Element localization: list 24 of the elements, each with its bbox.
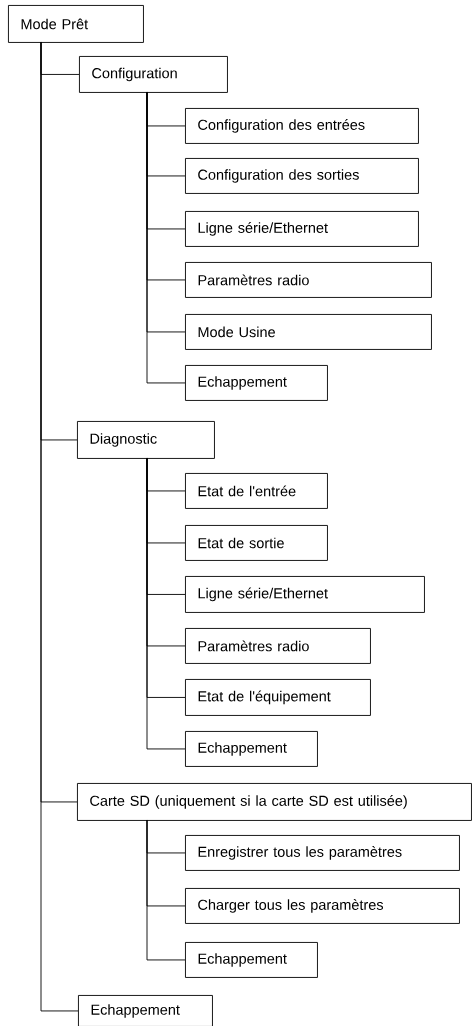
tree-connector (146, 819, 186, 961)
tree-connector (40, 41, 79, 1012)
menu-box: Etat de l'entrée (185, 473, 328, 509)
menu-box: Paramètres radio (185, 262, 432, 298)
menu-box: Diagnostic (77, 421, 215, 459)
tree-connector (146, 91, 186, 384)
menu-box: Carte SD (uniquement si la carte SD est utilisée) (77, 783, 472, 821)
menu-box: Paramètres radio (185, 628, 371, 664)
menu-box: Echappement (185, 942, 318, 978)
menu-box: Configuration (79, 56, 228, 93)
menu-box: Etat de sortie (185, 525, 328, 561)
menu-box: Etat de l'équipement (185, 679, 371, 716)
menu-box: Charger tous les paramètres (185, 888, 460, 924)
menu-box: Echappement (185, 731, 318, 767)
menu-box: Echappement (185, 365, 328, 401)
menu-box: Ligne série/Ethernet (185, 211, 419, 247)
tree-connector (146, 457, 186, 750)
menu-box: Configuration des entrées (185, 108, 419, 144)
menu-box: Mode Prêt (8, 5, 144, 43)
menu-box: Mode Usine (185, 314, 432, 350)
menu-box: Enregistrer tous les paramètres (185, 835, 460, 871)
menu-box: Ligne série/Ethernet (185, 576, 425, 613)
menu-box: Echappement (78, 995, 213, 1026)
menu-box: Configuration des sorties (185, 158, 419, 194)
